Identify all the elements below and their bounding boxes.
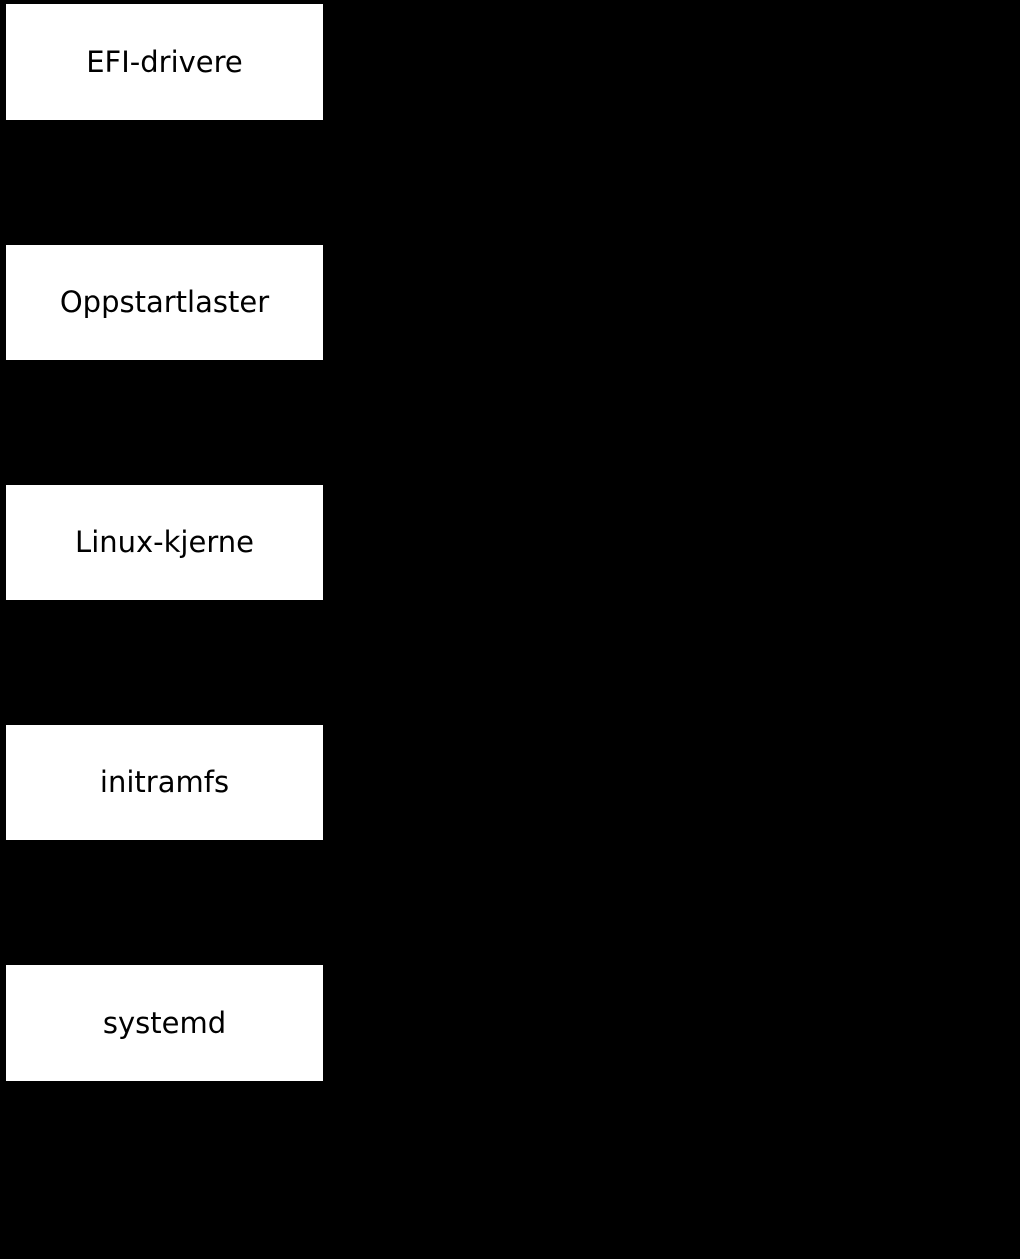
node-linux-kjerne: Linux-kjerne bbox=[6, 485, 323, 600]
node-initramfs: initramfs bbox=[6, 725, 323, 840]
node-systemd-label: systemd bbox=[102, 1005, 227, 1040]
node-efi-drivere-label: EFI-drivere bbox=[86, 44, 243, 79]
node-linux-kjerne-label: Linux-kjerne bbox=[75, 525, 254, 559]
node-efi-drivere: EFI-drivere bbox=[6, 4, 323, 120]
edge-efi-to-bootloader bbox=[163, 120, 165, 245]
node-systemd: systemd bbox=[6, 965, 323, 1081]
edge-initramfs-to-systemd bbox=[163, 840, 165, 965]
edge-kernel-to-initramfs bbox=[163, 600, 165, 725]
node-oppstartlaster: Oppstartlaster bbox=[6, 245, 323, 360]
node-oppstartlaster-label: Oppstartlaster bbox=[59, 285, 270, 319]
edge-bootloader-to-kernel bbox=[163, 360, 165, 485]
node-initramfs-label: initramfs bbox=[99, 765, 230, 799]
